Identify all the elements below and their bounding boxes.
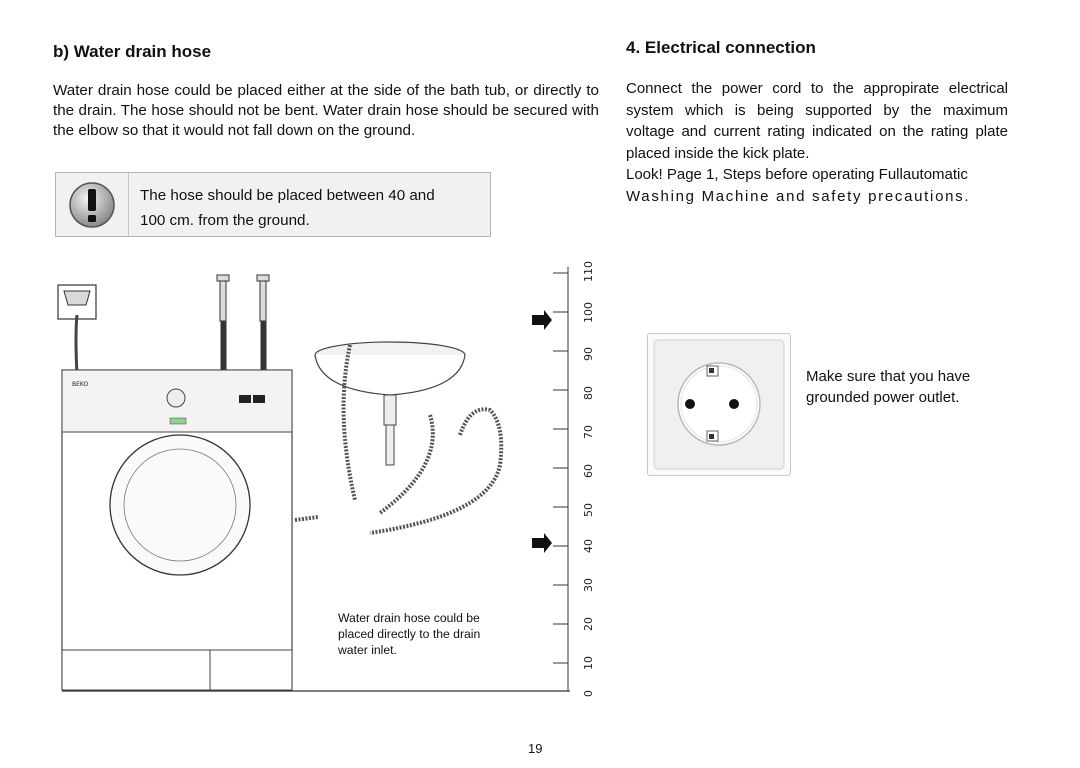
- ruler-label-90: 90: [582, 347, 595, 361]
- exclamation-icon: [69, 181, 115, 228]
- power-socket-icon: [653, 339, 785, 470]
- ruler-label-80: 80: [582, 386, 595, 400]
- water-taps-icon: [216, 274, 270, 370]
- power-outlet-image: [647, 333, 791, 476]
- height-ruler: 110 100 90 80 70 60 50 40 30 20 10 0: [532, 261, 595, 697]
- drain-hose-illustration: BEKO: [57, 261, 595, 697]
- sink-basin: [314, 341, 466, 466]
- outlet-caption: Make sure that you have grounded power o…: [806, 366, 1016, 408]
- section-heading-electrical: 4. Electrical connection: [626, 38, 816, 57]
- arrow-right-icon: [532, 533, 552, 553]
- ruler-label-0: 0: [582, 690, 595, 697]
- drain-caption-line-3: water inlet.: [338, 643, 397, 657]
- ruler-label-30: 30: [582, 578, 595, 592]
- ruler-label-60: 60: [582, 464, 595, 478]
- outlet-caption-line-2: grounded power outlet.: [806, 389, 960, 406]
- drain-caption-line-1: Water drain hose could be: [338, 611, 480, 625]
- warning-box: The hose should be placed between 40 and…: [55, 172, 491, 237]
- look-line-2: Washing Machine and safety precautions.: [626, 188, 971, 205]
- electrical-paragraph: Connect the power cord to the appropirat…: [626, 80, 1008, 162]
- drain-caption: Water drain hose could be placed directl…: [338, 610, 538, 658]
- wall-socket-icon: [57, 284, 97, 376]
- brand-label: BEKO: [72, 381, 89, 388]
- outlet-caption-line-1: Make sure that you have: [806, 368, 971, 385]
- ruler-label-70: 70: [582, 425, 595, 439]
- arrow-right-icon: [532, 310, 552, 330]
- ruler-label-20: 20: [582, 617, 595, 631]
- warning-text: The hose should be placed between 40 and…: [140, 183, 480, 233]
- washing-machine: BEKO: [61, 369, 293, 691]
- ruler-label-50: 50: [582, 503, 595, 517]
- height-arrows: [532, 310, 552, 553]
- look-line: Look! Page 1, Steps before operating Ful…: [626, 166, 968, 183]
- ruler-label-40: 40: [582, 539, 595, 553]
- warning-line-2: 100 cm. from the ground.: [140, 212, 310, 229]
- water-drain-paragraph: Water drain hose could be placed either …: [53, 82, 599, 139]
- ruler-label-100: 100: [582, 302, 595, 323]
- drain-hoses: [294, 344, 504, 535]
- page-number: 19: [528, 741, 543, 756]
- ruler-label-110: 110: [582, 261, 595, 282]
- warning-line-1: The hose should be placed between 40 and: [140, 187, 435, 204]
- drain-caption-line-2: placed directly to the drain: [338, 627, 481, 641]
- ruler-label-10: 10: [582, 656, 595, 670]
- section-heading-water-drain: b) Water drain hose: [53, 42, 212, 61]
